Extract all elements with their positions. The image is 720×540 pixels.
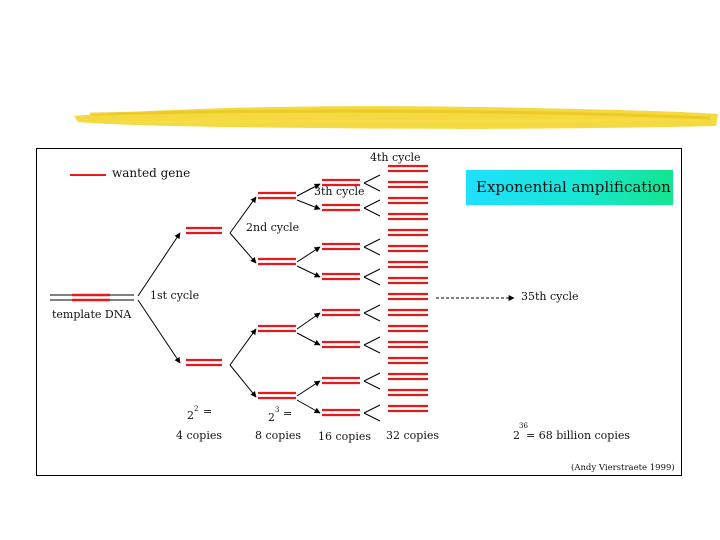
count-4-equals: = — [203, 405, 213, 418]
figure-frame — [36, 148, 682, 476]
arrow-cycle3-0-down — [296, 199, 321, 210]
final-count-copies: = 68 billion copies — [526, 429, 631, 442]
arrow-cycle3-2-down — [296, 332, 321, 346]
fourth-cycle-label: 4th cycle — [370, 151, 421, 164]
arrow-cycle1-down — [137, 299, 181, 364]
thirty-fifth-cycle-label: 35th cycle — [521, 290, 579, 303]
chevron-c4-0-a — [363, 174, 381, 184]
final-count-base: 2 — [513, 429, 520, 442]
third-cycle-label: 3th cycle — [314, 185, 365, 198]
template-dna-label: template DNA — [52, 308, 132, 321]
final-count-exponent: 36 — [519, 422, 528, 430]
count-4-copies: 4 copies — [176, 429, 222, 442]
arrow-cycle3-0-up — [296, 183, 321, 197]
count-4-base: 2 — [187, 409, 194, 422]
arrow-cycle3-3-down — [296, 399, 321, 414]
second-cycle-label: 2nd cycle — [246, 221, 300, 234]
count-8-base: 2 — [268, 411, 275, 424]
arrow-cycle3-1-down — [296, 265, 321, 278]
arrow-cycle1-up — [137, 232, 181, 297]
count-4-exponent: 2 — [194, 405, 199, 413]
count-16-copies: 16 copies — [318, 430, 371, 443]
credit-line: (Andy Vierstraete 1999) — [571, 463, 675, 473]
arrow-cycle3-3-up — [296, 380, 321, 397]
chevron-c4-6-a — [363, 372, 381, 382]
arrow-cycle2-0 — [229, 196, 257, 234]
chevron-c4-3-b — [363, 276, 381, 286]
chevron-c4-2-b — [363, 246, 381, 256]
count-8-equals: = — [283, 407, 293, 420]
arrow-cycle3-1-up — [296, 246, 321, 263]
arrow-cycle2-2 — [229, 328, 257, 366]
first-cycle-label: 1st cycle — [150, 289, 200, 302]
chevron-c4-7-b — [363, 412, 381, 422]
highlighter-stroke — [74, 106, 718, 129]
chevron-c4-0-b — [363, 182, 381, 192]
chevron-c4-2-a — [363, 238, 381, 248]
chevron-c4-4-a — [363, 304, 381, 314]
chevron-c4-4-b — [363, 312, 381, 322]
chevron-c4-3-a — [363, 268, 381, 278]
chevron-c4-7-a — [363, 404, 381, 414]
chevron-c4-5-a — [363, 336, 381, 346]
chevron-c4-5-b — [363, 344, 381, 354]
legend-label: wanted gene — [112, 166, 191, 180]
arrow-cycle3-2-up — [296, 312, 321, 330]
chevron-c4-6-b — [363, 380, 381, 390]
exponential-amplification-banner: Exponential amplification — [466, 170, 673, 205]
count-8-exponent: 3 — [275, 406, 280, 414]
chevron-c4-1-a — [363, 199, 381, 209]
chevron-c4-1-b — [363, 207, 381, 217]
count-8-copies: 8 copies — [255, 429, 301, 442]
count-32-copies: 32 copies — [386, 429, 439, 442]
arrow-cycle2-1 — [229, 232, 257, 264]
arrow-cycle2-3 — [229, 364, 257, 398]
